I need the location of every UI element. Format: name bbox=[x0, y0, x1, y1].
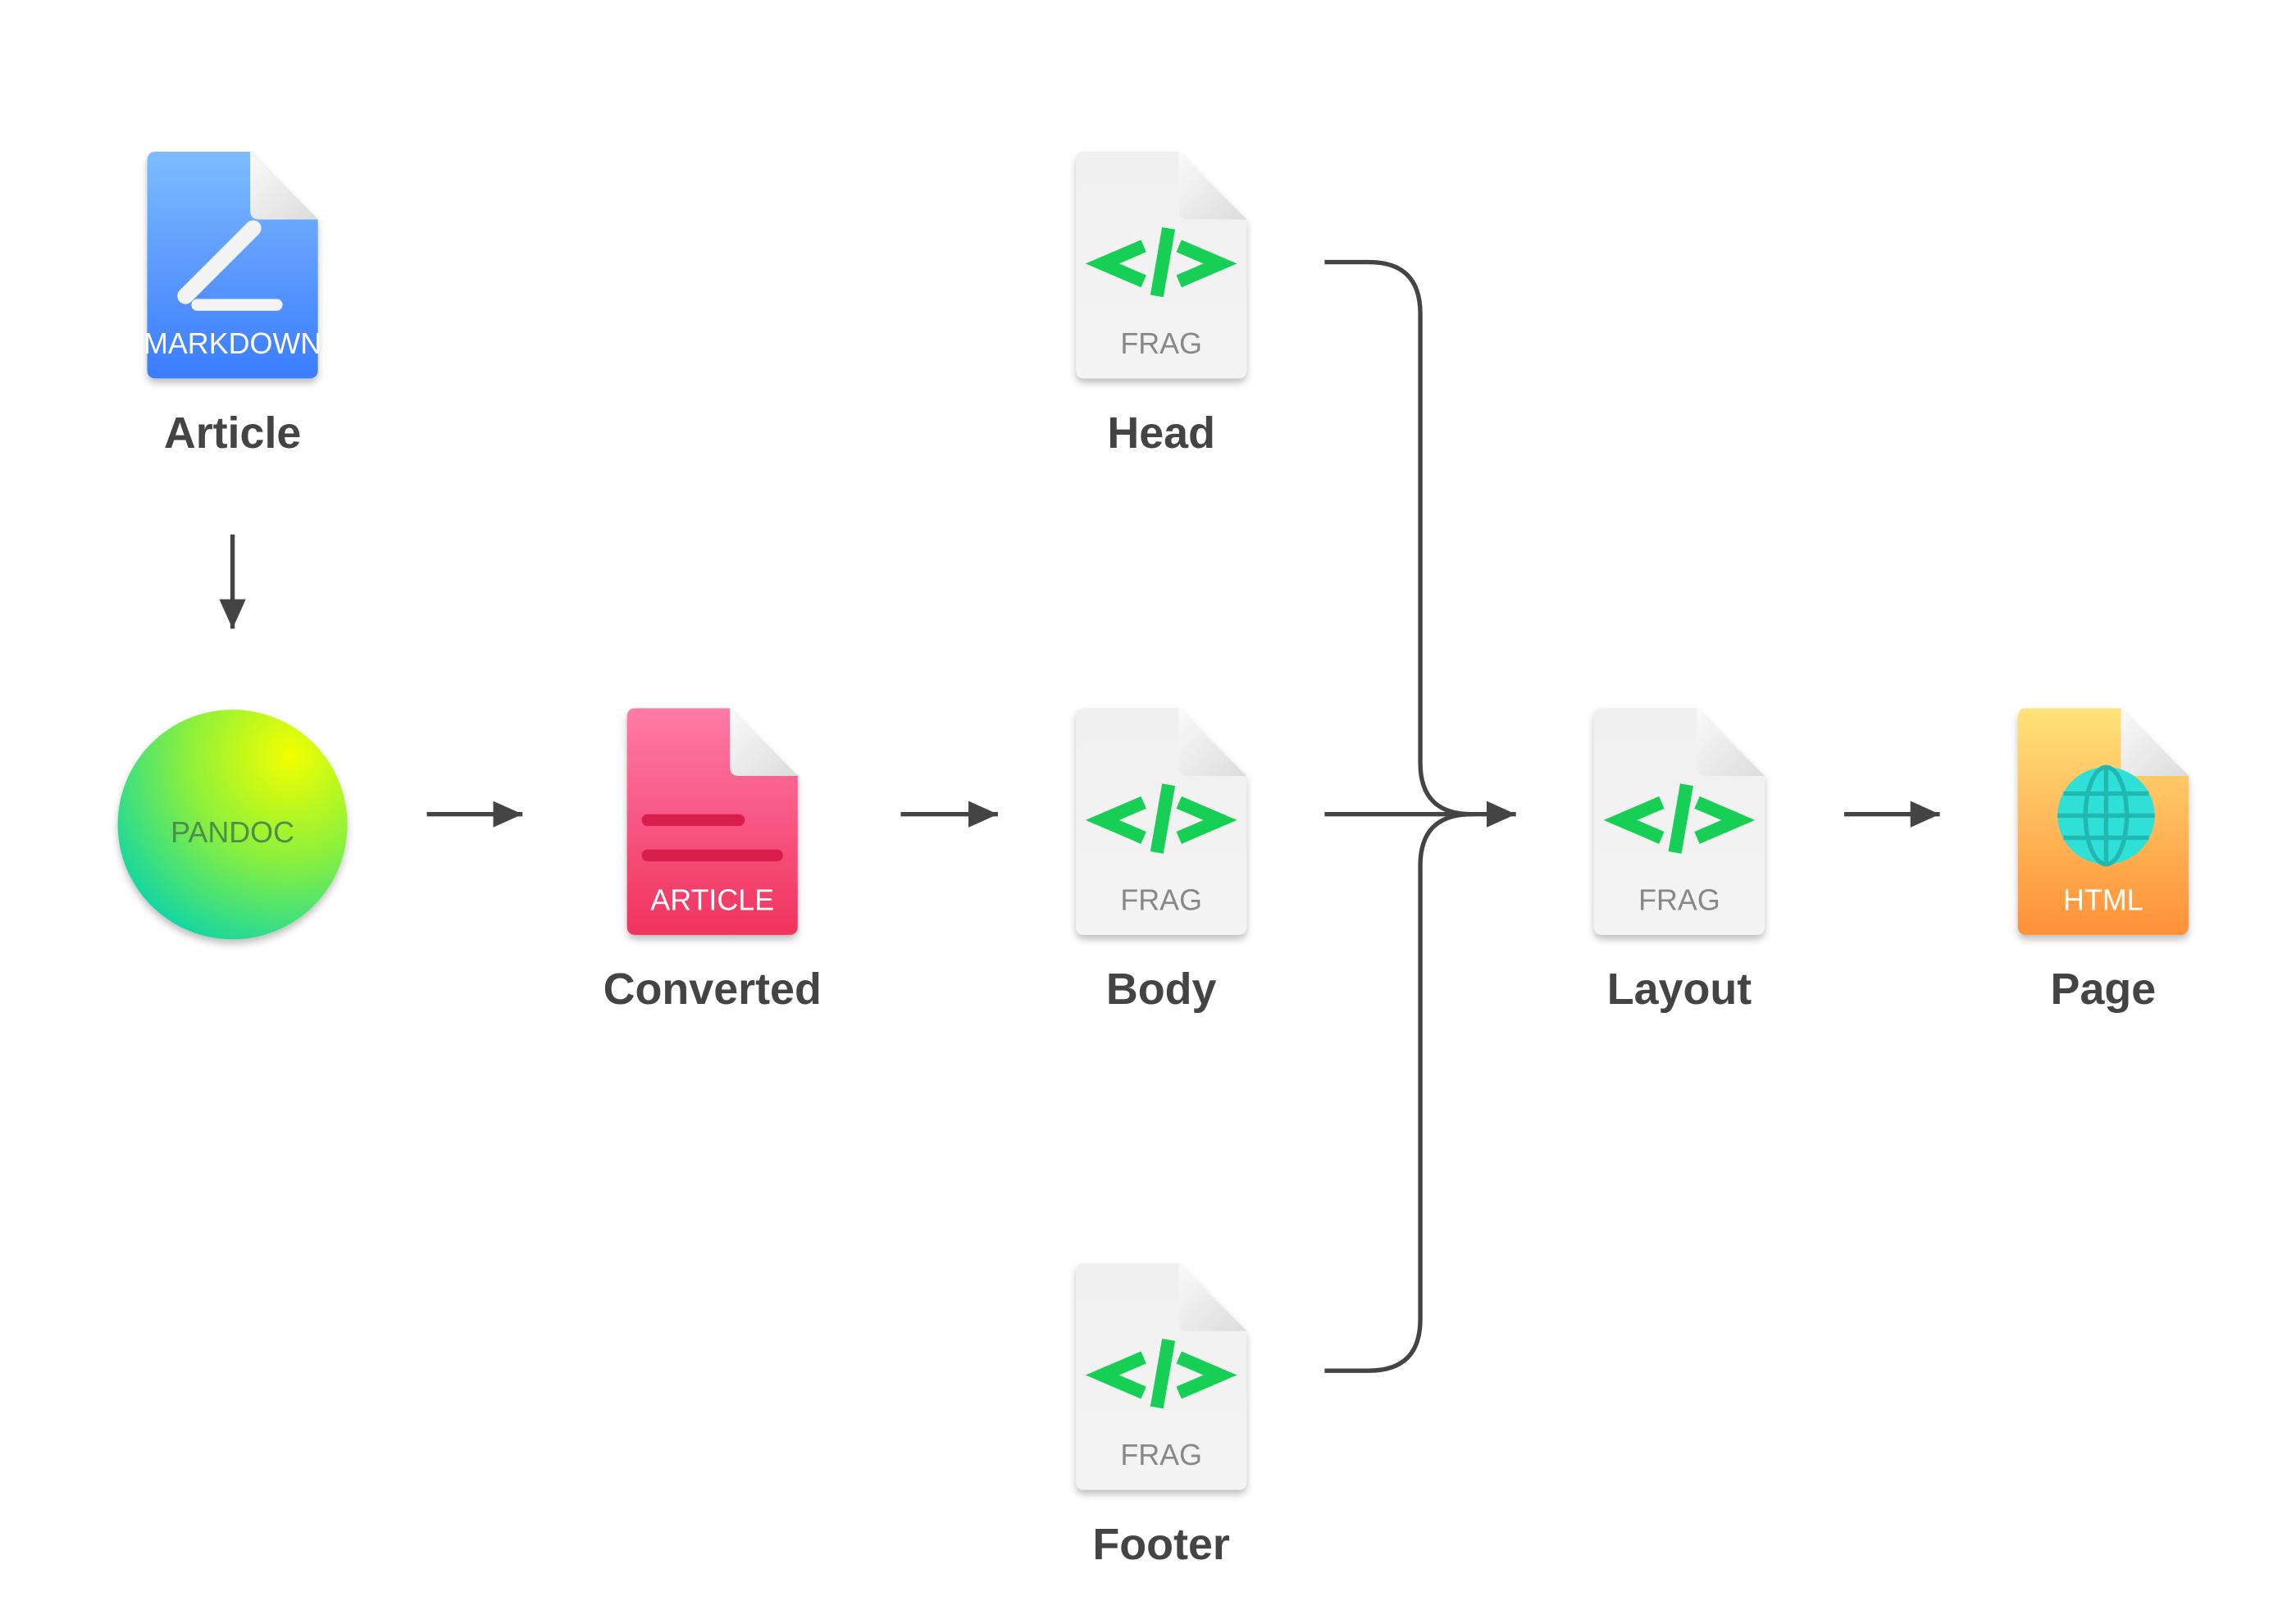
code-icon bbox=[1085, 783, 1237, 854]
file-icon bbox=[1076, 152, 1247, 379]
file-type-badge: FRAG bbox=[1120, 1439, 1202, 1471]
markdown-pencil-icon bbox=[177, 220, 283, 311]
file-type-badge: HTML bbox=[2063, 883, 2143, 916]
file-icon bbox=[1076, 1263, 1247, 1490]
node-label: Converted bbox=[604, 965, 822, 1014]
article-lines-icon bbox=[641, 814, 783, 862]
folded-corner bbox=[1178, 708, 1247, 777]
edges bbox=[219, 259, 1940, 1373]
file-type-badge: FRAG bbox=[1638, 883, 1720, 916]
edge-footer-layout bbox=[1324, 812, 1472, 1373]
node-label: Layout bbox=[1607, 965, 1752, 1014]
code-icon bbox=[1603, 783, 1756, 854]
node-label: Body bbox=[1106, 965, 1217, 1014]
globe-icon bbox=[2057, 764, 2155, 867]
node-label: Article bbox=[164, 408, 302, 458]
node-pandoc[interactable]: PANDOC bbox=[117, 709, 348, 940]
folded-corner bbox=[1697, 708, 1765, 777]
file-icon bbox=[1076, 708, 1247, 935]
pandoc-label: PANDOC bbox=[171, 816, 294, 849]
node-footer[interactable]: FRAG Footer bbox=[1076, 1263, 1247, 1569]
file-icon bbox=[1593, 708, 1765, 935]
file-type-badge: FRAG bbox=[1120, 883, 1202, 916]
node-label: Footer bbox=[1092, 1520, 1230, 1569]
node-label: Head bbox=[1107, 408, 1215, 458]
file-icon bbox=[626, 708, 798, 935]
file-type-badge: MARKDOWN bbox=[144, 327, 321, 360]
nodes: MARKDOWNArticleARTICLEConvertedFRAGHeadF… bbox=[117, 152, 2189, 1569]
node-page[interactable]: HTML Page bbox=[2017, 708, 2189, 1014]
code-icon bbox=[1085, 1339, 1237, 1409]
node-converted[interactable]: ARTICLE Converted bbox=[604, 708, 822, 1014]
folded-corner bbox=[730, 708, 798, 777]
folded-corner bbox=[1178, 152, 1247, 220]
pandoc-circle-icon bbox=[117, 709, 348, 940]
node-article[interactable]: MARKDOWN Article bbox=[144, 152, 321, 458]
node-head[interactable]: FRAG Head bbox=[1076, 152, 1247, 458]
node-label: Page bbox=[2051, 965, 2157, 1014]
folded-corner bbox=[2121, 708, 2189, 777]
node-layout[interactable]: FRAG Layout bbox=[1593, 708, 1765, 1014]
folded-corner bbox=[1178, 1263, 1247, 1331]
edge-head-layout bbox=[1324, 259, 1472, 817]
code-icon bbox=[1085, 226, 1237, 298]
node-body[interactable]: FRAG Body bbox=[1076, 708, 1247, 1014]
file-type-badge: ARTICLE bbox=[650, 883, 774, 916]
file-type-badge: FRAG bbox=[1120, 327, 1202, 360]
file-icon bbox=[2017, 708, 2189, 935]
folded-corner bbox=[250, 152, 318, 220]
